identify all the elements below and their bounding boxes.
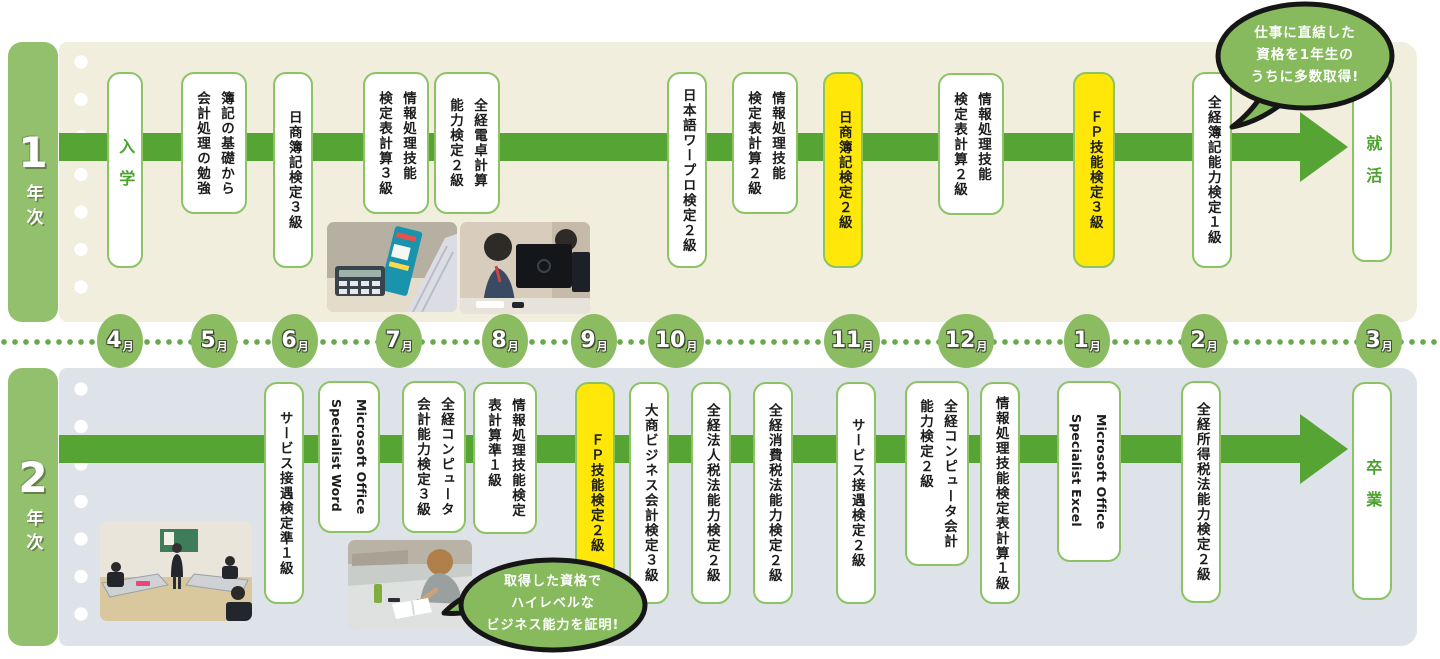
- pill-service-settsugu-jun1kyu: サービス接遇検定準１級: [264, 382, 304, 604]
- pill-nissho-boki-2kyu: 日商簿記検定２級: [823, 72, 863, 268]
- pill-zenkei-hojinzei-2kyu: 全経法人税法能力検定２級: [691, 382, 731, 604]
- pill-joho-hyokeisan-3kyu: 情報処理技能 検定表計算３級: [363, 72, 429, 214]
- pill-boki-kiso-benkyo: 簿記の基礎から 会計処理の勉強: [181, 72, 247, 214]
- year1-binder-dots: [74, 55, 88, 307]
- pill-shukatsu: 就活: [1352, 72, 1392, 262]
- year1-tab: 1 年次: [8, 42, 58, 322]
- year1-tab-number: 1: [18, 128, 48, 177]
- year1-tab-label: 年次: [22, 184, 43, 232]
- pill-zenkei-shohizei-2kyu: 全経消費税法能力検定２級: [753, 382, 793, 604]
- pill-joho-hyokeisan-2kyu-b: 情報処理技能 検定表計算２級: [938, 73, 1004, 215]
- pill-wapro-2kyu: 日本語ワープロ検定２級: [667, 72, 707, 268]
- bubble1-line2: 資格を1年生の: [1256, 47, 1354, 63]
- photo-student-writing: [348, 540, 472, 629]
- bubble1-line3: うちに多数取得!: [1250, 69, 1360, 85]
- year2-tab: 2 年次: [8, 368, 58, 646]
- pill-sotsugyo: 卒業: [1352, 382, 1392, 600]
- pill-zenkei-shotokuzei-2kyu: 全経所得税法能力検定２級: [1181, 381, 1221, 603]
- bubble2-line2: ハイレベルな: [511, 596, 595, 611]
- pill-joho-hyokeisan-1kyu: 情報処理技能検定表計算１級: [980, 382, 1020, 604]
- pill-joho-hyokeisan-jun1kyu: 情報処理技能検定 表計算準１級: [473, 382, 537, 534]
- month-dotted-line: [0, 338, 1440, 346]
- year2-tab-number: 2: [18, 453, 48, 502]
- pill-nissho-boki-3kyu: 日商簿記検定３級: [273, 72, 313, 268]
- pill-nyugaku: 入学: [107, 72, 143, 268]
- bubble2-line1: 取得した資格で: [503, 574, 602, 589]
- bubble1-line1: 仕事に直結した: [1254, 25, 1356, 41]
- photo-fp-textbook-calculator: [327, 222, 457, 312]
- speech-bubble-year2-shape: [441, 557, 648, 653]
- speech-bubble-year1-shape: [1215, 1, 1395, 130]
- pill-zenkei-pc-kaikei-2kyu: 全経コンピュータ会計 能力検定２級: [905, 381, 969, 566]
- pill-mos-excel: Microsoft Office Specialist Excel: [1057, 381, 1121, 562]
- pill-joho-hyokeisan-2kyu: 情報処理技能 検定表計算２級: [732, 72, 798, 214]
- pill-zenkei-dentaku-2kyu: 全経電卓計算 能力検定２級: [434, 72, 500, 214]
- speech-bubble-year1: 仕事に直結した 資格を1年生の うちに多数取得!: [1206, 0, 1406, 140]
- year2-binder-dots: [74, 382, 88, 634]
- photo-interview-practice: [100, 521, 252, 621]
- pill-fp-3kyu: ＦＰ技能検定３級: [1073, 72, 1115, 268]
- pill-mos-word: Microsoft Office Specialist Word: [318, 381, 380, 533]
- year2-tab-label: 年次: [22, 509, 43, 557]
- bubble2-line3: ビジネス能力を証明!: [486, 618, 620, 633]
- photo-students-at-computers: [460, 222, 590, 314]
- pill-service-settsugu-2kyu: サービス接遇検定２級: [836, 382, 876, 604]
- speech-bubble-year2: 取得した資格で ハイレベルな ビジネス能力を証明!: [440, 556, 650, 659]
- pill-zenkei-pc-kaikei-3kyu: 全経コンピュータ 会計能力検定３級: [402, 381, 466, 533]
